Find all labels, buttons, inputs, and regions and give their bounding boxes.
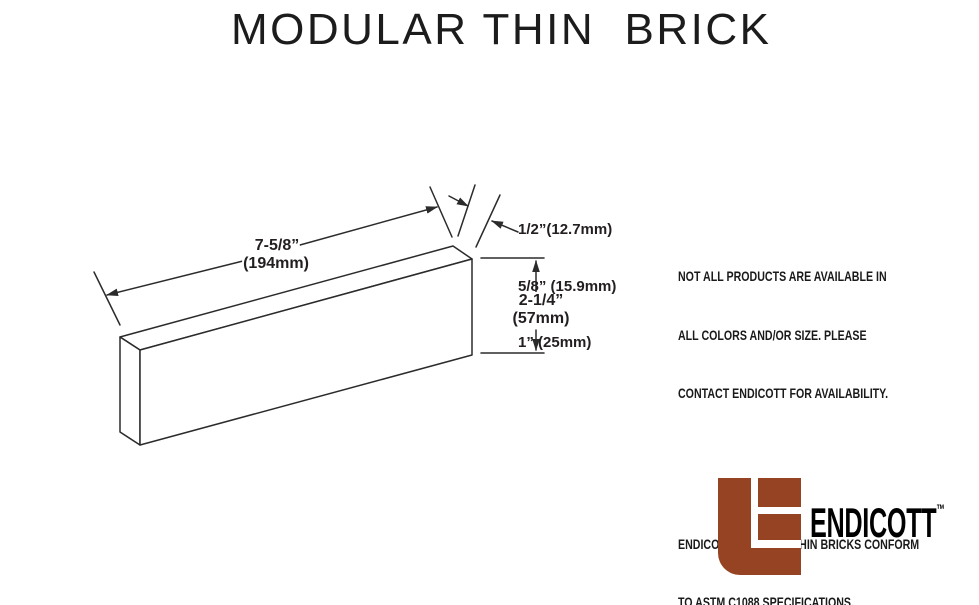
thickness-options: 1/2”(12.7mm) 5/8” (15.9mm) 1” (25mm)	[518, 184, 616, 390]
endicott-logo-mark	[718, 478, 801, 575]
length-dimension-mm: (194mm)	[242, 255, 310, 272]
logo-brick-shape	[718, 478, 801, 575]
availability-note: NOT ALL PRODUCTS ARE AVAILABLE IN ALL CO…	[678, 228, 941, 443]
height-dimension-inches: 2-1/4”	[517, 292, 565, 309]
length-witness-left	[93, 271, 121, 326]
conformance-line-2: TO ASTM C1088 SPECIFICATIONS.	[678, 594, 854, 605]
trademark-symbol: ™	[936, 501, 945, 517]
thickness-arrow-right	[491, 220, 519, 233]
brick-front-face	[139, 258, 473, 446]
brand-name: ENDICOTT	[810, 499, 937, 546]
height-dimension-mm: (57mm)	[511, 310, 571, 327]
page-title: MODULAR THIN BRICK	[231, 5, 772, 54]
logo-cut-upper	[758, 507, 801, 514]
availability-line-2: ALL COLORS AND/OR SIZE. PLEASE	[678, 326, 867, 343]
logo-cut-lower	[751, 540, 801, 548]
endicott-wordmark: ENDICOTT™	[810, 499, 945, 553]
length-dimension-inches: 7-5/8”	[253, 237, 301, 254]
length-witness-right	[429, 186, 453, 238]
availability-line-1: NOT ALL PRODUCTS ARE AVAILABLE IN	[678, 268, 887, 284]
thickness-witness-c	[475, 194, 501, 248]
length-dim-line-right	[299, 206, 438, 246]
availability-line-3: CONTACT ENDICOTT FOR AVAILABILITY.	[678, 385, 889, 401]
thickness-witness-b	[457, 184, 476, 237]
logo-cut-vertical	[751, 478, 758, 540]
thickness-option-half-inch: 1/2”(12.7mm)	[518, 221, 613, 239]
thickness-option-five-eighths-inch: 5/8” (15.9mm)	[518, 277, 617, 295]
length-dim-line-left	[106, 260, 244, 297]
thickness-arrow-left	[448, 195, 469, 207]
brick-left-face	[119, 336, 141, 446]
thickness-option-one-inch: 1” (25mm)	[518, 333, 592, 351]
